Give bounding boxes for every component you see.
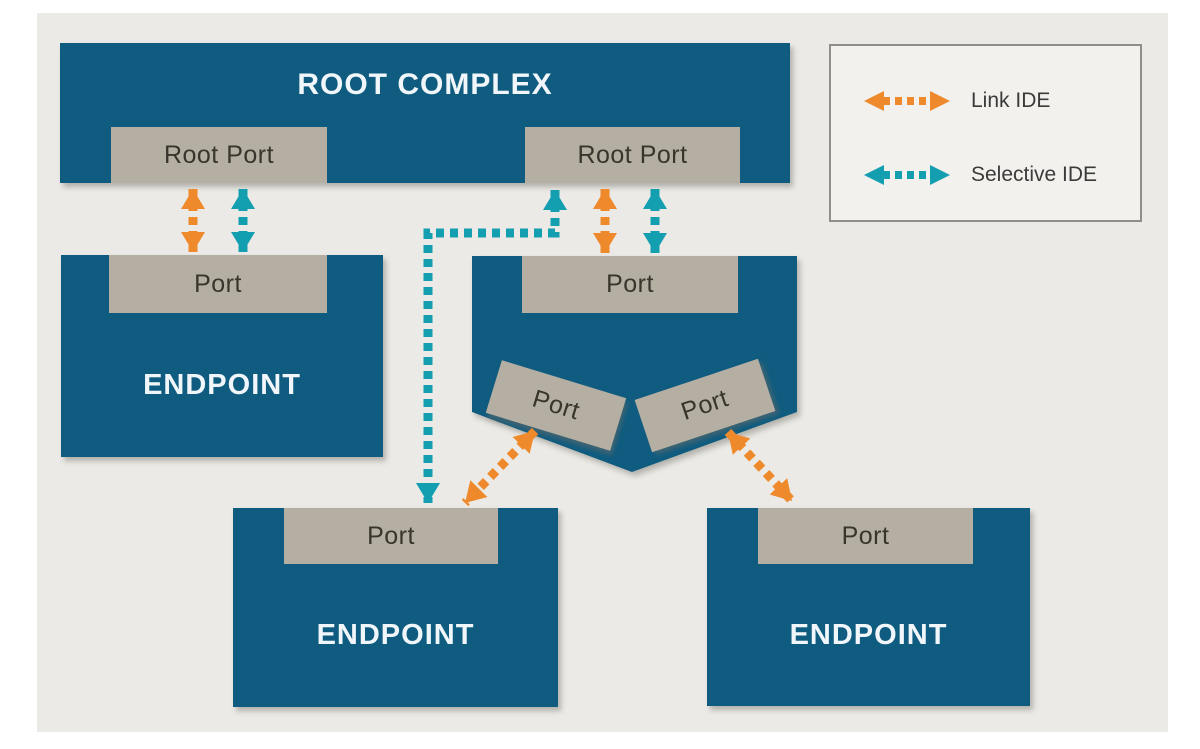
- root-port-right-label: Root Port: [577, 140, 688, 169]
- switch-right-port-label: Port: [677, 384, 732, 426]
- endpoint-right-title: ENDPOINT: [789, 618, 948, 651]
- root-port-left: Root Port: [111, 127, 327, 183]
- endpoint-middle-port-label: Port: [367, 521, 415, 550]
- endpoint-left-title: ENDPOINT: [143, 368, 301, 401]
- switch-left-port-label: Port: [529, 384, 584, 426]
- legend-item-link-ide: Link IDE: [859, 86, 1050, 116]
- switch-top-port: Port: [522, 256, 738, 313]
- selective-ide-arrow-icon: [864, 165, 950, 185]
- endpoint-right-port-label: Port: [841, 521, 890, 550]
- endpoint-left-port: Port: [109, 255, 327, 313]
- link-ide-arrow-icon: [864, 91, 950, 111]
- endpoint-right-port: Port: [758, 508, 973, 564]
- legend-box: Link IDE Selective IDE: [829, 44, 1142, 222]
- root-complex-title: ROOT COMPLEX: [297, 68, 553, 101]
- switch-top-port-label: Port: [606, 270, 654, 298]
- legend-label-selective-ide: Selective IDE: [971, 163, 1098, 186]
- root-port-right: Root Port: [525, 127, 740, 183]
- endpoint-middle-title: ENDPOINT: [316, 619, 475, 651]
- legend-item-selective-ide: Selective IDE: [859, 160, 1097, 190]
- endpoint-left-port-label: Port: [194, 269, 242, 298]
- legend-label-link-ide: Link IDE: [971, 89, 1051, 112]
- endpoint-middle-port: Port: [284, 508, 498, 564]
- root-port-left-label: Root Port: [163, 140, 275, 169]
